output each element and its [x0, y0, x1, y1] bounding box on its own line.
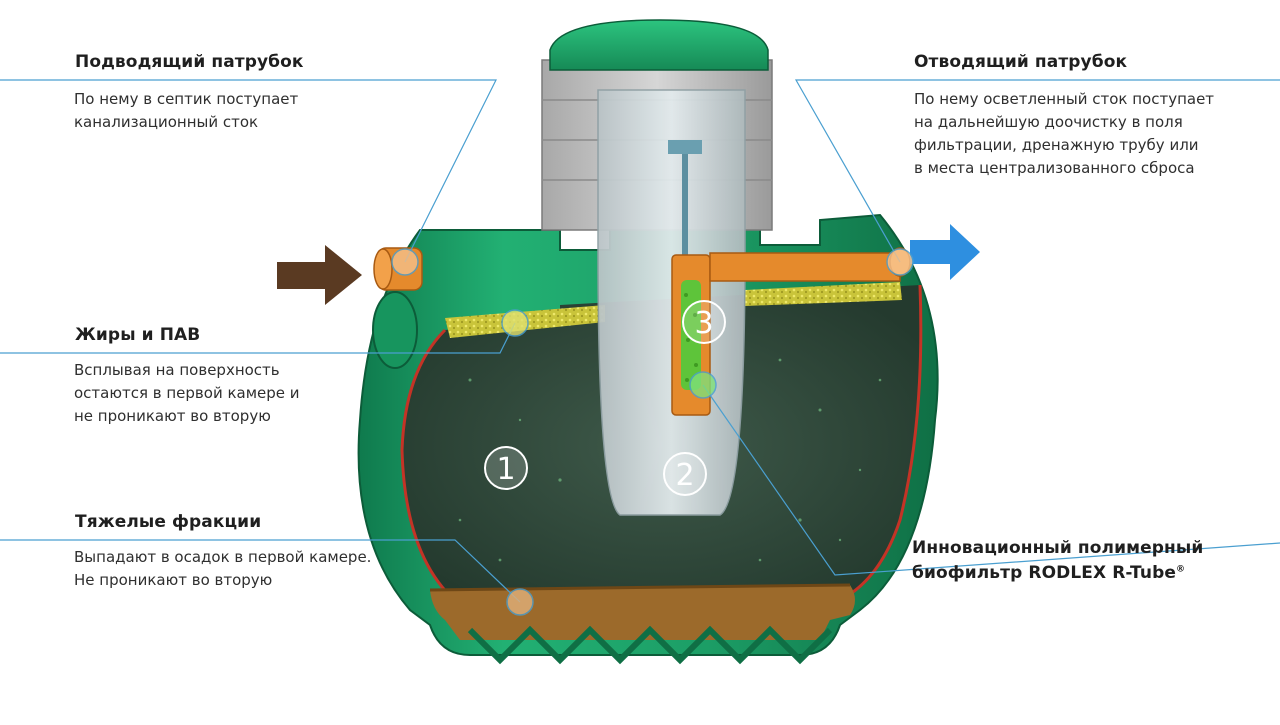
outlet-pipe — [709, 247, 911, 282]
inlet-title: Подводящий патрубок — [75, 52, 304, 72]
chamber-3-badge: 3 — [682, 300, 726, 344]
outlet-description: По нему осветленный сток поступает на да… — [914, 90, 1215, 177]
outlet-title: Отводящий патрубок — [914, 52, 1128, 72]
heavy-fractions-description: Выпадают в осадок в первой камере. Не пр… — [74, 548, 372, 589]
chamber-1-number: 1 — [496, 452, 515, 487]
biofilter-title-text: биофильтр RODLEX R-Tube — [912, 563, 1176, 583]
heavy-fractions-title: Тяжелые фракции — [75, 512, 262, 532]
fats-description: Всплывая на поверхность остаются в перво… — [74, 361, 300, 425]
chamber-2-badge: 2 — [663, 452, 707, 496]
highlight-bubbles — [391, 248, 914, 616]
chamber-2-number: 2 — [675, 458, 694, 493]
biofilter-title-line2: биофильтр RODLEX R-Tube® — [912, 563, 1185, 583]
fats-title: Жиры и ПАВ — [75, 325, 201, 345]
chamber-3-number: 3 — [694, 306, 713, 341]
leader-lines — [0, 79, 1280, 603]
registered-mark: ® — [1175, 564, 1186, 575]
chamber-badges: 1 2 3 — [484, 300, 726, 496]
inlet-flow-arrow — [277, 245, 362, 305]
inlet-description: По нему в септик поступает канализационн… — [74, 90, 299, 131]
outlet-flow-arrow — [910, 224, 980, 280]
biofilter-title-line1: Инновационный полимерный — [912, 538, 1204, 558]
chamber-1-badge: 1 — [484, 446, 528, 490]
